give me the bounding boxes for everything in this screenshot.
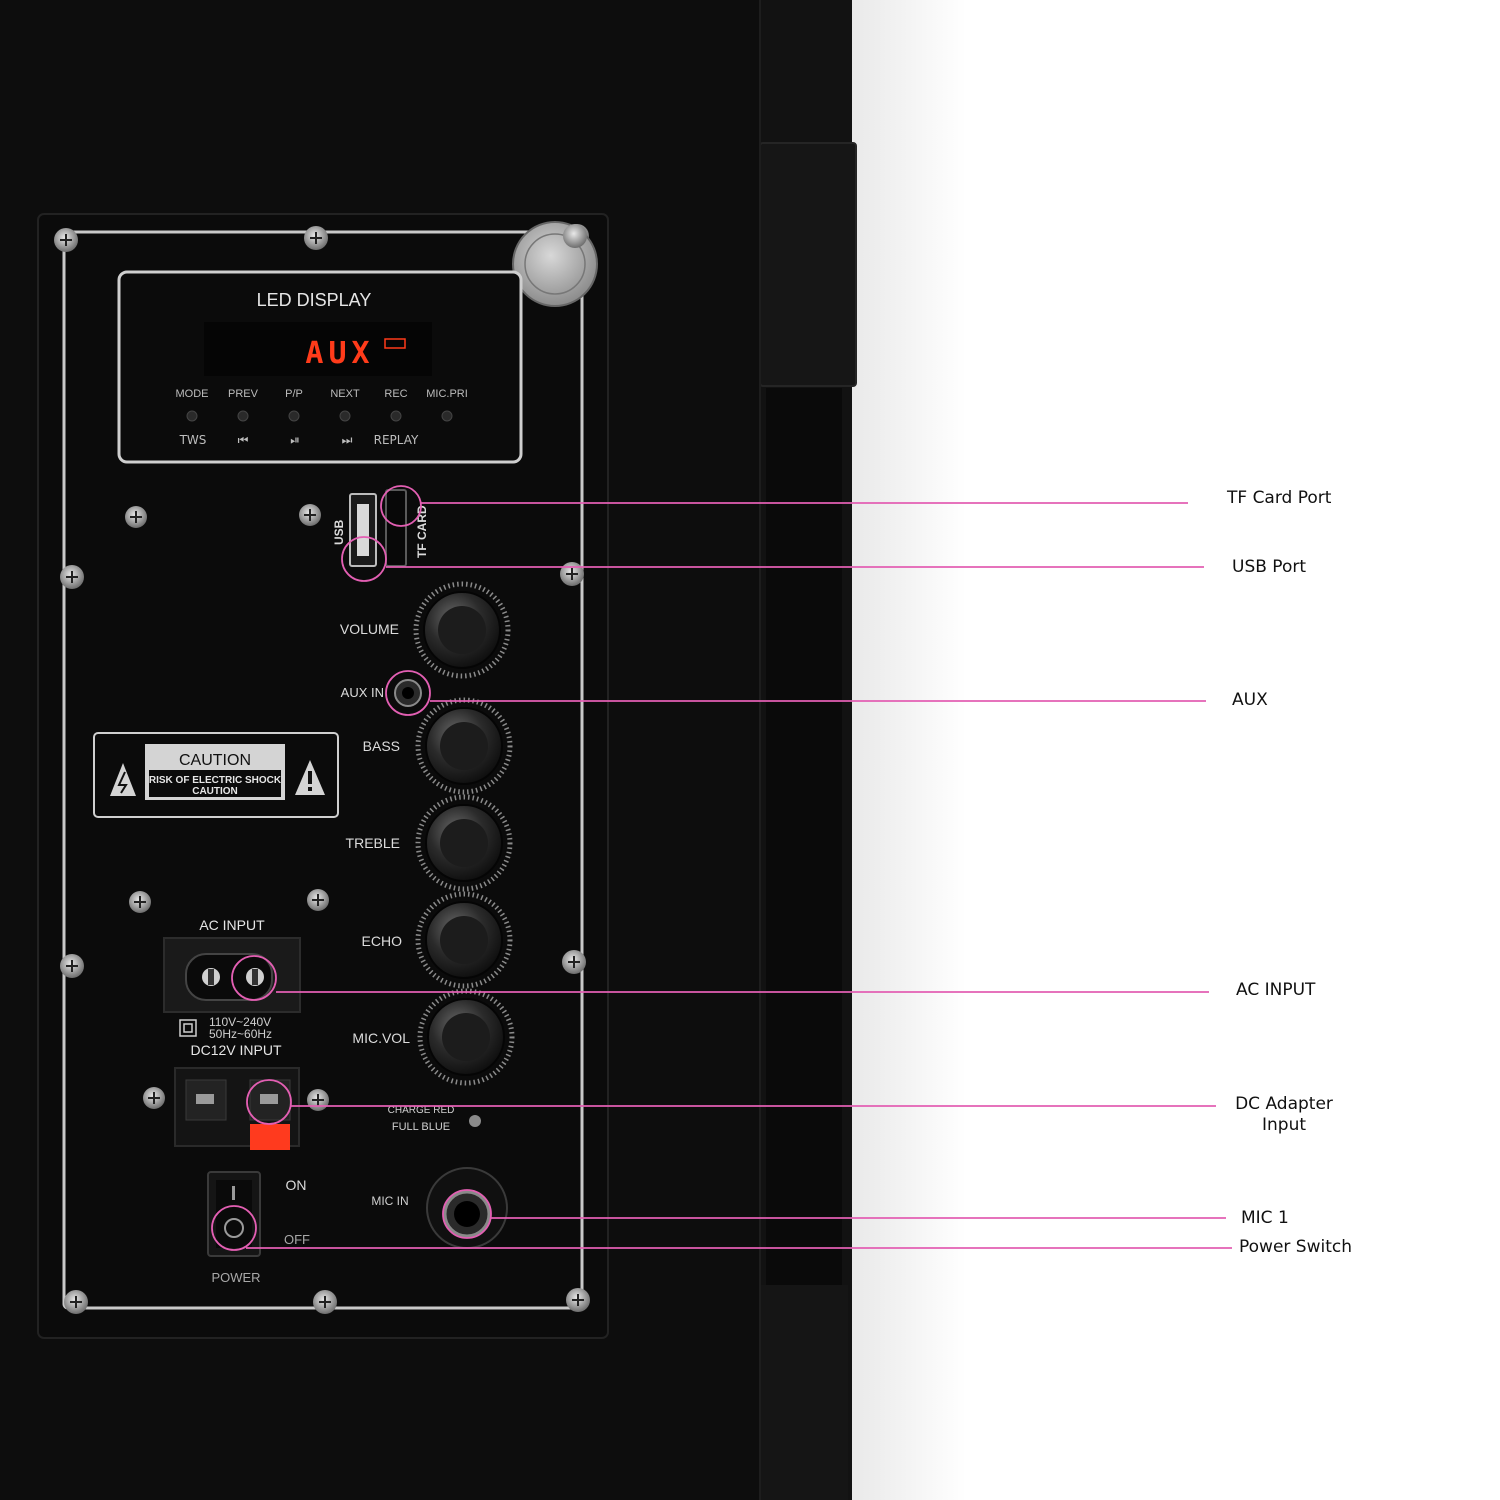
screw bbox=[143, 1087, 165, 1109]
volume-label: VOLUME bbox=[340, 621, 399, 637]
screw bbox=[566, 1288, 590, 1312]
screw bbox=[307, 1089, 329, 1111]
play-pause-icon: ⏯ bbox=[290, 433, 300, 447]
tf-card-port-label: TF Card Port bbox=[1227, 488, 1332, 508]
screw bbox=[307, 889, 329, 911]
treble-knob[interactable] bbox=[415, 794, 513, 892]
control-knobs: VOLUME AUX IN BASS TREBLE ECHO bbox=[340, 581, 515, 1086]
power-switch[interactable] bbox=[207, 1171, 261, 1257]
power-label: POWER bbox=[211, 1270, 260, 1285]
red-terminal-tab[interactable] bbox=[250, 1124, 290, 1150]
led-display-module: LED DISPLAY AUX MODE PREV P/P NEXT REC M… bbox=[117, 270, 523, 464]
screw bbox=[304, 226, 328, 250]
prev-track-icon: ⏮ bbox=[238, 433, 249, 447]
mic-1-marker bbox=[442, 1189, 492, 1239]
screw bbox=[562, 950, 586, 974]
charge-indicator-led bbox=[469, 1115, 481, 1127]
usb-label: USB bbox=[332, 519, 346, 545]
voltage-label: 110V~240V bbox=[209, 1015, 271, 1029]
mic-1-label: MIC 1 bbox=[1241, 1208, 1289, 1228]
prev-button[interactable] bbox=[237, 410, 249, 422]
mic-vol-label: MIC.VOL bbox=[352, 1030, 410, 1046]
charge-red-label: CHARGE RED bbox=[388, 1105, 455, 1116]
dc-adapter-input-label-line-2: Input bbox=[1261, 1115, 1307, 1135]
media-ports: USB TF CARD bbox=[332, 489, 429, 567]
tf-card-port-marker bbox=[380, 485, 422, 527]
mic-in-label: MIC IN bbox=[371, 1194, 408, 1208]
next-track-icon: ⏭ bbox=[342, 433, 353, 447]
mic-in-jack[interactable] bbox=[426, 1167, 508, 1249]
aux-in-jack[interactable] bbox=[394, 679, 422, 707]
echo-label: ECHO bbox=[362, 933, 403, 949]
shock-warning-icon bbox=[110, 763, 136, 796]
screw bbox=[129, 891, 151, 913]
button-label-pp: P/P bbox=[285, 388, 303, 400]
led-display-title: LED DISPLAY bbox=[257, 290, 372, 310]
off-label: OFF bbox=[284, 1232, 310, 1247]
panel-screws bbox=[54, 224, 590, 1314]
usb-port-label: USB Port bbox=[1232, 557, 1307, 577]
led-readout: AUX bbox=[305, 336, 374, 371]
screw bbox=[60, 954, 84, 978]
double-insulation-icon bbox=[179, 1019, 197, 1037]
dc-input-label: DC12V INPUT bbox=[190, 1042, 281, 1058]
on-label: ON bbox=[286, 1177, 307, 1193]
battery-icon bbox=[384, 338, 406, 349]
caution-plate: CAUTION RISK OF ELECTRIC SHOCK CAUTION bbox=[93, 732, 339, 818]
next-button[interactable] bbox=[339, 410, 351, 422]
tf-card-slot[interactable] bbox=[385, 489, 407, 567]
ac-input-socket[interactable] bbox=[185, 953, 273, 1001]
button-label-replay: REPLAY bbox=[374, 433, 419, 447]
ac-input-label: AC INPUT bbox=[199, 917, 265, 933]
volume-knob[interactable] bbox=[413, 581, 511, 679]
button-label-next: NEXT bbox=[330, 388, 360, 400]
led-screen bbox=[204, 322, 432, 376]
play-pause-button[interactable] bbox=[288, 410, 300, 422]
callout-lines bbox=[211, 485, 1232, 1251]
mic-pri-button[interactable] bbox=[441, 410, 453, 422]
button-label-prev: PREV bbox=[228, 388, 259, 400]
aux-in-label: AUX IN bbox=[341, 685, 384, 700]
full-blue-label: FULL BLUE bbox=[392, 1121, 450, 1133]
dc-adapter-input-label-line-1: DC Adapter bbox=[1235, 1094, 1333, 1114]
ac-input-callout-label: AC INPUT bbox=[1236, 980, 1316, 1000]
frequency-label: 50Hz~60Hz bbox=[209, 1027, 272, 1041]
dc-adapter-terminal[interactable] bbox=[174, 1067, 300, 1150]
screw bbox=[560, 562, 584, 586]
power-switch-label: Power Switch bbox=[1239, 1237, 1353, 1257]
caution-line-1: RISK OF ELECTRIC SHOCK bbox=[149, 775, 282, 786]
screw bbox=[60, 565, 84, 589]
mode-button[interactable] bbox=[186, 410, 198, 422]
ac-input-marker bbox=[231, 955, 277, 1001]
warranty-seal-icon bbox=[512, 221, 598, 307]
screw bbox=[54, 228, 78, 252]
caution-line-2: CAUTION bbox=[192, 786, 238, 797]
exclamation-warning-icon bbox=[295, 760, 325, 795]
caution-title: CAUTION bbox=[179, 752, 251, 769]
tf-card-label: TF CARD bbox=[415, 505, 429, 558]
echo-knob[interactable] bbox=[415, 891, 513, 989]
dc-adapter-input-label: DC Adapter Input bbox=[1226, 1094, 1342, 1136]
aux-label: AUX bbox=[1232, 690, 1268, 710]
screw bbox=[313, 1290, 337, 1314]
usb-port-marker bbox=[341, 536, 387, 582]
button-label-tws: TWS bbox=[179, 433, 207, 447]
dc-adapter-input-marker bbox=[246, 1079, 292, 1125]
button-label-mode: MODE bbox=[176, 388, 209, 400]
screw bbox=[125, 506, 147, 528]
mic-volume-knob[interactable] bbox=[417, 988, 515, 1086]
button-label-rec: REC bbox=[384, 388, 407, 400]
background-shadow bbox=[846, 0, 966, 1500]
screw bbox=[299, 504, 321, 526]
aux-marker bbox=[385, 670, 431, 716]
rec-button[interactable] bbox=[390, 410, 402, 422]
button-label-mic-pri: MIC.PRI bbox=[426, 388, 468, 400]
treble-label: TREBLE bbox=[346, 835, 400, 851]
screw bbox=[64, 1290, 88, 1314]
bass-label: BASS bbox=[363, 738, 400, 754]
power-switch-marker bbox=[211, 1205, 257, 1251]
bass-knob[interactable] bbox=[415, 697, 513, 795]
